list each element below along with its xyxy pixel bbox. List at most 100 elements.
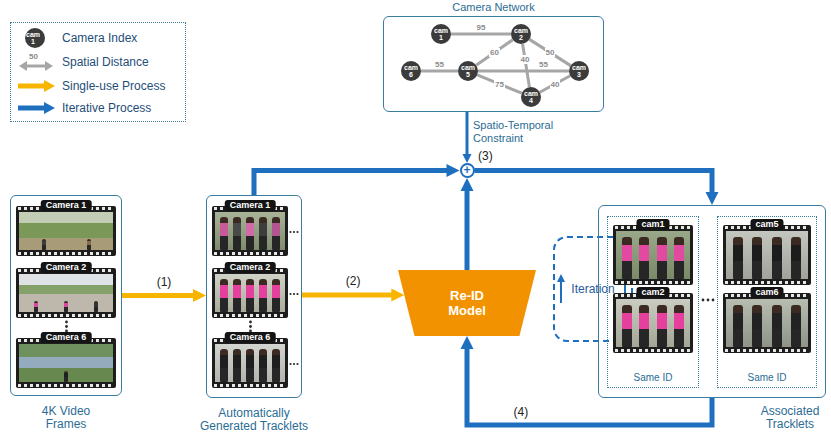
- connector: [421, 71, 458, 72]
- legend-distance-number: 50: [29, 52, 38, 61]
- legend-text: Single-use Process: [62, 79, 165, 93]
- person-figure: [674, 237, 684, 279]
- connector-line: [529, 39, 570, 65]
- connector-line: [478, 70, 569, 73]
- person-figure: [87, 239, 91, 250]
- film-strip: cam2: [613, 293, 693, 353]
- film-strip: Camera 1: [212, 206, 288, 256]
- iteration-up-head: [557, 274, 565, 282]
- connector: [461, 178, 474, 270]
- person-figure: [233, 349, 241, 382]
- edge-label: Spatio-Temporal Constraint: [473, 119, 568, 145]
- person-figure: [622, 305, 632, 347]
- strip-picture: [726, 299, 808, 347]
- strip-tab: Camera 2: [41, 262, 92, 273]
- person-figure: [42, 239, 46, 250]
- arrow-head: [463, 154, 472, 163]
- person-figure: [733, 305, 743, 347]
- connector: [523, 44, 530, 87]
- connector: [475, 171, 719, 206]
- iteration-up-arrow: [560, 281, 562, 303]
- legend-blue-head: [44, 102, 55, 114]
- person-figure: [752, 237, 762, 279]
- person-figure: [639, 237, 649, 279]
- person-figure: [233, 217, 241, 250]
- person-figure: [259, 349, 267, 382]
- connector: [529, 39, 570, 65]
- person-figure: [674, 305, 684, 347]
- strip-picture: [215, 274, 285, 312]
- camera-node: cam 5: [458, 61, 478, 81]
- camera-label: cam 1: [433, 27, 449, 41]
- person-figure: [791, 305, 801, 347]
- person-figure: [772, 305, 782, 347]
- panel-box: Camera Networkcam 1cam 2cam 3cam 4cam 5c…: [383, 16, 604, 112]
- legend-yellow-head: [44, 80, 55, 92]
- connector: [451, 34, 511, 35]
- connector: [478, 71, 569, 72]
- film-strip: cam5: [723, 225, 811, 285]
- strip-picture: [616, 299, 690, 347]
- group-label: Same ID: [608, 372, 698, 384]
- edge-label: 40: [520, 55, 531, 64]
- camera-node: cam 4: [521, 87, 541, 107]
- edge-label: 55: [434, 60, 445, 69]
- panel-caption: Associated Tracklets: [755, 405, 825, 431]
- id-group: Same IDcam5cam6: [717, 216, 817, 388]
- ellipsis-dots: [65, 231, 714, 365]
- legend-distance-head: [19, 61, 27, 71]
- connector-line: [451, 33, 511, 36]
- edge-label: (1): [157, 275, 172, 289]
- edge-label: 60: [489, 48, 500, 57]
- connector: [540, 76, 570, 92]
- film-strip: Camera 6: [212, 338, 288, 388]
- callout-number: (3): [478, 149, 493, 163]
- connector: [254, 164, 460, 195]
- strip-tab: Camera 2: [225, 262, 276, 273]
- person-figure: [622, 237, 632, 279]
- camera-label: cam 5: [460, 64, 476, 78]
- legend-camera-label: cam 1: [25, 31, 41, 45]
- camera-node: cam 2: [511, 24, 531, 44]
- strip-picture: [215, 344, 285, 382]
- strip-picture: [19, 212, 113, 250]
- connector: [476, 40, 513, 66]
- film-strip: Camera 2: [212, 268, 288, 318]
- person-figure: [233, 279, 241, 312]
- edge-label: 95: [476, 23, 487, 32]
- strip-picture: [215, 212, 285, 250]
- camera-label: cam 3: [571, 64, 587, 78]
- edge-label: (4): [514, 405, 529, 419]
- legend-distance-line: [26, 65, 46, 68]
- person-figure: [64, 301, 68, 312]
- person-figure: [64, 371, 68, 382]
- arrow-head: [706, 192, 719, 205]
- legend-blue-arrow: [18, 106, 45, 111]
- connector-line: [302, 293, 392, 298]
- strip-picture: [19, 274, 113, 312]
- connector-line: [477, 75, 522, 93]
- person-figure: [220, 279, 228, 312]
- person-figure: [752, 305, 762, 347]
- arrow-head: [447, 164, 460, 177]
- arrow-head: [461, 336, 474, 349]
- person-figure: [220, 217, 228, 250]
- legend-yellow-arrow: [18, 84, 45, 89]
- connector-line: [540, 76, 570, 92]
- strip-tab: cam2: [636, 287, 669, 298]
- film-strip: Camera 1: [16, 206, 116, 256]
- legend-text: Camera Index: [62, 31, 137, 45]
- panel-caption: 4K Video Frames: [31, 405, 101, 431]
- strip-tab: Camera 1: [225, 200, 276, 211]
- film-strip: Camera 2: [16, 268, 116, 318]
- model-label: Re-ID Model: [437, 288, 497, 318]
- film-strip: cam6: [723, 293, 811, 353]
- sum-sign: +: [463, 165, 470, 176]
- edge-label: 40: [550, 80, 561, 89]
- strip-tab: Camera 6: [225, 332, 276, 343]
- connector: [477, 75, 522, 93]
- connector: [122, 289, 206, 302]
- connector-line: [465, 190, 470, 270]
- strip-tab: cam1: [636, 219, 669, 230]
- connector-line: [122, 293, 194, 298]
